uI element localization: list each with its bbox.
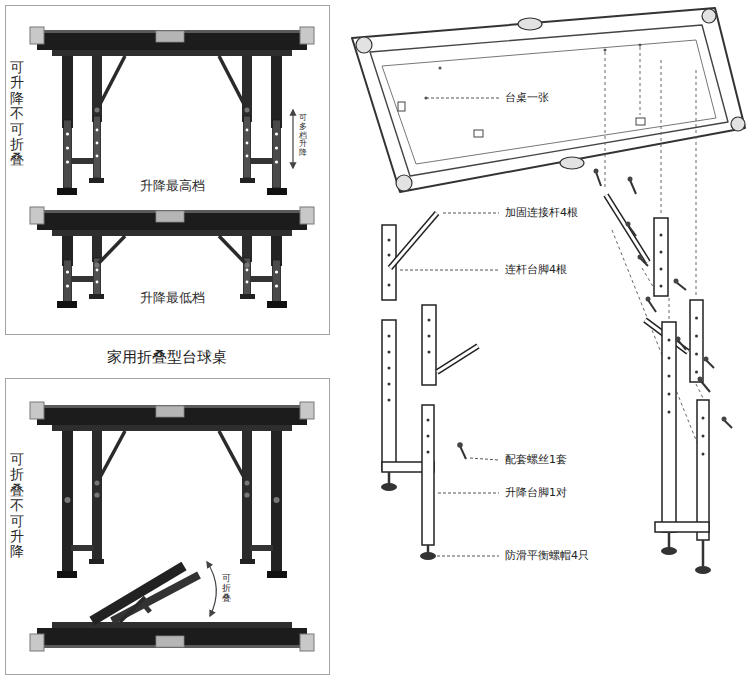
part-label: 配套螺丝1套 [503,453,569,467]
fold-note: 可折叠 [222,574,231,604]
panel-heading: 可折叠不可升降 [10,452,24,560]
part-label: 加固连接杆4根 [503,206,580,220]
part-label: 升降台脚1对 [503,486,569,500]
feature-panel: 可折叠不可升降可折叠 [5,378,330,675]
part-label: 防滑平衡螺帽4只 [503,549,591,563]
setting-caption: 升降最低档 [140,290,205,306]
adjust-note: 可多档升降 [299,114,307,158]
panel-heading: 可升降不可折叠 [10,60,24,168]
part-label: 连杆台脚4根 [503,263,569,277]
part-label: 台桌一张 [503,91,551,105]
feature-panel: 可升降不可折叠升降最高档 可多档升降升降最低档 [5,5,330,335]
diagram-title: 家用折叠型台球桌 [107,348,227,366]
setting-caption: 升降最高档 [140,178,205,194]
